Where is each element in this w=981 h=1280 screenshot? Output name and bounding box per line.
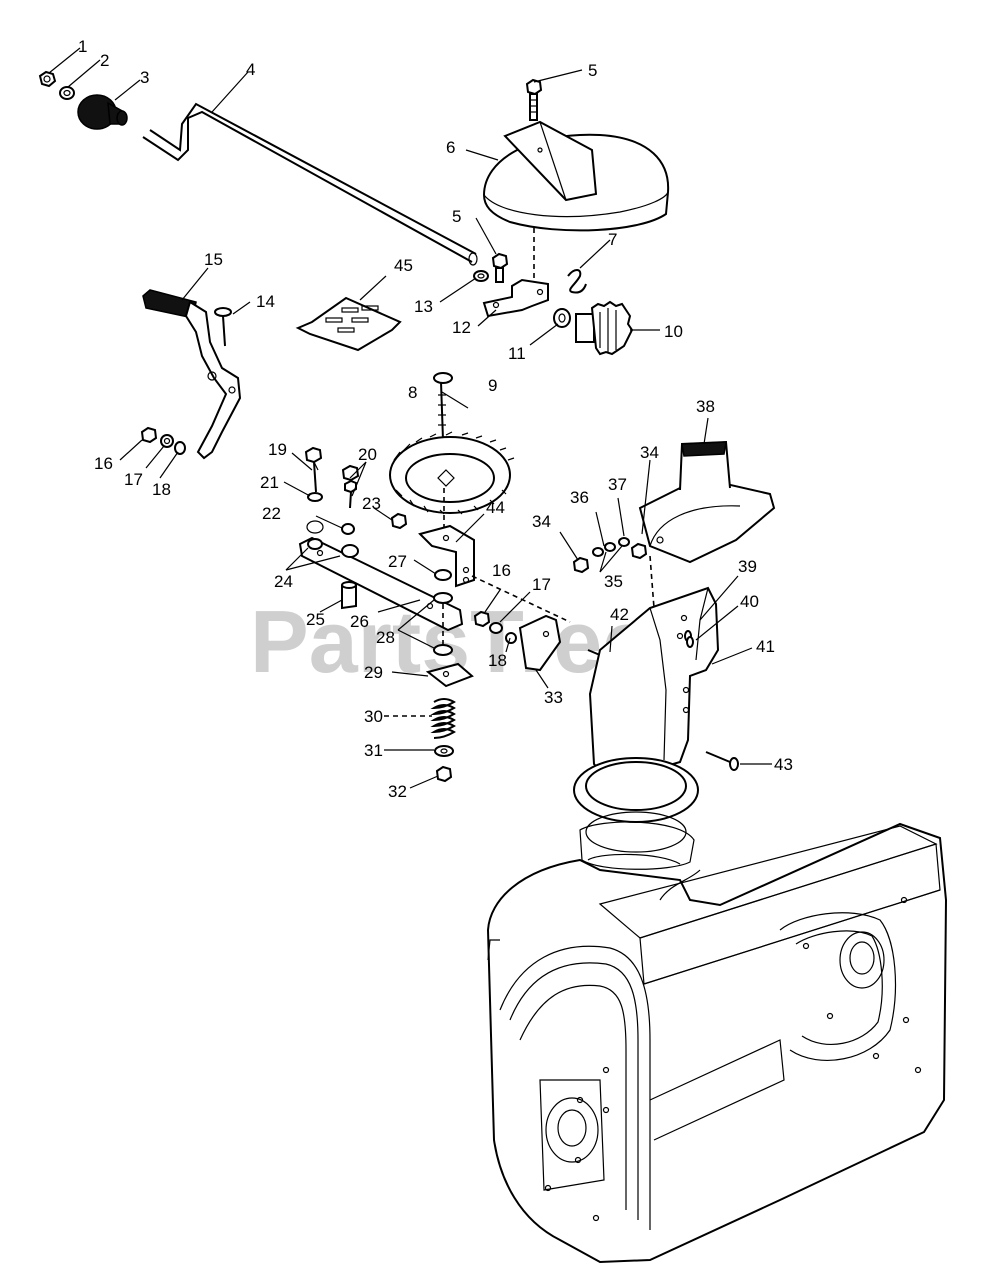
part-washer-13 — [473, 270, 489, 282]
callout-16-right: 16 — [492, 561, 511, 580]
part-washers-36-37 — [592, 537, 648, 560]
callout-31: 31 — [364, 741, 383, 760]
part-washer-17-left — [160, 434, 174, 448]
callout-42: 42 — [610, 605, 629, 624]
part-bolt-5-lower — [491, 252, 509, 283]
part-washer-28 — [433, 592, 453, 656]
callout-2: 2 — [100, 51, 109, 70]
chute-base-ring — [573, 757, 699, 870]
callout-10: 10 — [664, 322, 683, 341]
callout-40: 40 — [740, 592, 759, 611]
part-bolts-39-40 — [684, 630, 694, 648]
part-washer-18-right — [505, 632, 517, 644]
part-pedal-15 — [142, 289, 242, 460]
part-nut-16-left — [140, 426, 158, 444]
part-pin-14 — [214, 307, 232, 347]
callout-44: 44 — [486, 498, 505, 517]
callout-17-right: 17 — [532, 575, 551, 594]
callout-7: 7 — [608, 230, 617, 249]
callout-34-left: 34 — [532, 512, 551, 531]
callout-3: 3 — [140, 68, 149, 87]
part-clip-7 — [567, 269, 587, 294]
callout-11: 11 — [508, 344, 526, 363]
part-bracket-33 — [518, 614, 562, 672]
callout-5-top: 5 — [588, 61, 597, 80]
callout-43: 43 — [774, 755, 793, 774]
part-nut-32 — [435, 765, 453, 783]
part-cap-6 — [482, 120, 670, 232]
callout-22: 22 — [262, 504, 281, 523]
part-washer-27 — [434, 569, 452, 581]
callout-9: 9 — [488, 376, 497, 395]
callout-1: 1 — [78, 37, 87, 56]
callout-30: 30 — [364, 707, 383, 726]
callout-16-left: 16 — [94, 454, 113, 473]
callout-33: 33 — [544, 688, 563, 707]
part-spring-30 — [430, 698, 456, 739]
callout-labels: 1 2 3 4 5 5 6 7 8 9 10 11 12 13 14 15 16… — [78, 37, 793, 801]
callout-41: 41 — [756, 637, 775, 656]
callout-18-left: 18 — [152, 480, 171, 499]
part-bolt-5-top — [525, 78, 543, 121]
callout-23: 23 — [362, 494, 381, 513]
part-bracket-12 — [482, 278, 549, 318]
part-washer-18-left — [174, 441, 186, 455]
callout-12: 12 — [452, 318, 471, 337]
callout-13: 13 — [414, 297, 433, 316]
callout-5-lower: 5 — [452, 207, 461, 226]
part-rod-4 — [142, 102, 478, 266]
callout-4: 4 — [246, 60, 255, 79]
part-nut-34-left — [572, 556, 590, 574]
callout-36: 36 — [570, 488, 589, 507]
callout-25: 25 — [306, 610, 325, 629]
callout-14: 14 — [256, 292, 275, 311]
callout-26: 26 — [350, 612, 369, 631]
auger-housing — [486, 822, 948, 1264]
part-gear-10 — [575, 300, 634, 356]
part-nut-16-right — [473, 610, 491, 628]
part-bolt-9 — [433, 372, 453, 441]
part-bolt-20 — [341, 464, 360, 509]
callout-17-left: 17 — [124, 470, 143, 489]
part-nut-23 — [390, 512, 408, 530]
callout-34-right: 34 — [640, 443, 659, 462]
callout-19: 19 — [268, 440, 287, 459]
callout-39: 39 — [738, 557, 757, 576]
callout-37: 37 — [608, 475, 627, 494]
callout-38: 38 — [696, 397, 715, 416]
part-bolt-43 — [705, 751, 739, 771]
callout-27: 27 — [388, 552, 407, 571]
part-plate-29 — [425, 662, 474, 688]
part-washer-17-right — [489, 622, 503, 634]
part-ring-gear-8 — [389, 431, 515, 515]
leader-bracket-44-to-33 — [471, 575, 571, 623]
part-spacer-25 — [341, 581, 357, 610]
part-deflector-38 — [638, 440, 776, 564]
part-bolt-19 — [304, 446, 323, 493]
callout-28: 28 — [376, 628, 395, 647]
part-washer-31 — [434, 745, 454, 757]
callout-6: 6 — [446, 138, 455, 157]
callout-24: 24 — [274, 572, 293, 591]
callout-29: 29 — [364, 663, 383, 682]
callout-35: 35 — [604, 572, 623, 591]
callout-15: 15 — [204, 250, 223, 269]
callout-20: 20 — [358, 445, 377, 464]
part-nut-1 — [38, 70, 57, 88]
part-nut-22 — [341, 523, 355, 535]
part-bracket-44 — [418, 524, 475, 588]
callout-18-right: 18 — [488, 651, 507, 670]
part-plate-45 — [295, 296, 402, 352]
leader-lines — [48, 47, 772, 789]
callout-21: 21 — [260, 473, 279, 492]
part-knob-3 — [77, 94, 128, 130]
callout-32: 32 — [388, 782, 407, 801]
part-washer-2 — [59, 86, 75, 100]
callout-8: 8 — [408, 383, 417, 402]
callout-45: 45 — [394, 256, 413, 275]
part-washer-21 — [307, 492, 323, 502]
part-washer-11 — [553, 308, 571, 328]
